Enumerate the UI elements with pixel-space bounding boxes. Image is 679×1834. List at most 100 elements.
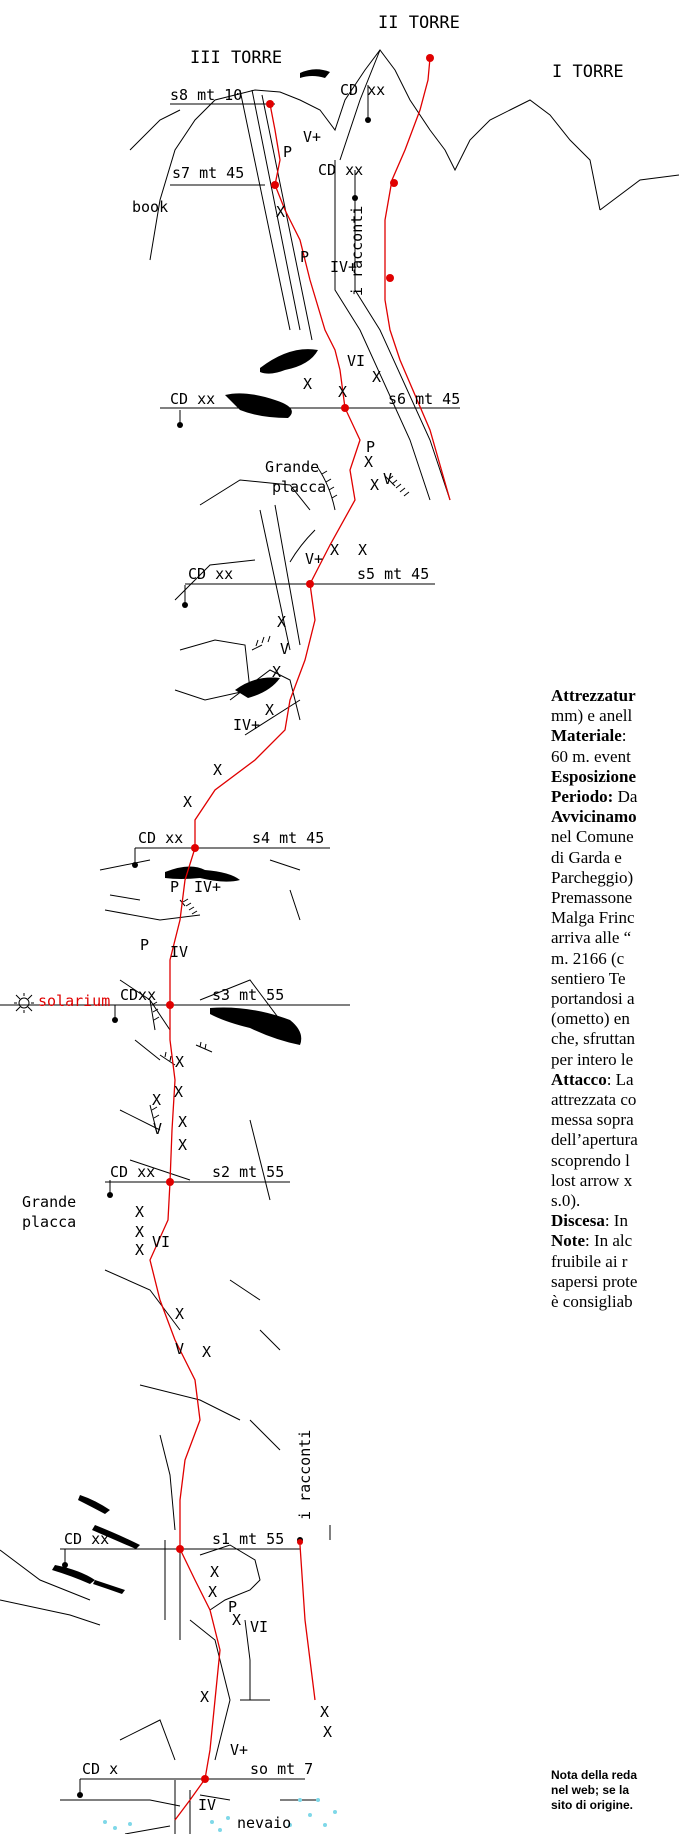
description-line: sapersi prote [551, 1272, 637, 1292]
description-line: fruibile ai r [551, 1252, 627, 1272]
rock-outline [130, 110, 180, 150]
description-line: 60 m. event [551, 747, 631, 767]
grade-label: X [213, 763, 222, 778]
belay-label-s1: s1 mt 55 [212, 1532, 284, 1547]
description-heading: Attrezzatur [551, 686, 636, 705]
grande-placca-label: placca [22, 1215, 76, 1230]
description-heading: Note [551, 1231, 585, 1250]
grade-label: X [202, 1345, 211, 1360]
description-text: nel Comune [551, 827, 634, 846]
grade-label: X [175, 1055, 184, 1070]
description-line: scoprendo l [551, 1151, 630, 1171]
ridge-line [340, 50, 380, 160]
description-text: attrezzata co [551, 1090, 636, 1109]
description-line: Attrezzatur [551, 686, 636, 706]
description-line: di Garda e [551, 848, 622, 868]
description-heading: Avvicinamo [551, 807, 637, 826]
grade-label: P [283, 145, 292, 160]
cd-label: CD xx [340, 83, 385, 98]
belay-dot [201, 1775, 209, 1783]
rock-outline [120, 1720, 230, 1834]
crack-line [165, 1540, 180, 1640]
description-text: è consigliab [551, 1292, 633, 1311]
nevaio-label: nevaio [237, 1816, 291, 1831]
book-label: book [132, 200, 168, 215]
hatched-edge [196, 1042, 212, 1052]
cd-label: CD xx [110, 1165, 155, 1180]
description-text: : In [605, 1211, 628, 1230]
belay-label-s4: s4 mt 45 [252, 831, 324, 846]
cd-label: CD xx [318, 163, 363, 178]
description-line: che, sfruttan [551, 1029, 635, 1049]
tower-label-ii: II TORRE [378, 15, 460, 32]
editorial-note-line: sito di origine. [551, 1798, 633, 1813]
grade-label: V+ [303, 130, 321, 145]
tower-right-edge [600, 175, 679, 210]
grade-label: X [183, 795, 192, 810]
route-line [300, 1545, 315, 1700]
description-text: Premassone [551, 888, 632, 907]
description-text: sapersi prote [551, 1272, 637, 1291]
rock-outline [160, 1435, 175, 1530]
description-heading: Discesa [551, 1211, 605, 1230]
grade-label: X [178, 1138, 187, 1153]
description-heading: Attacco [551, 1070, 607, 1089]
grade-label: X [372, 370, 381, 385]
description-heading: Esposizione [551, 767, 636, 786]
rock-outline [105, 910, 200, 920]
grade-label: X [364, 455, 373, 470]
rock-outline [0, 1550, 100, 1625]
grade-label: VI [250, 1620, 268, 1635]
belay-dot [176, 1545, 184, 1553]
description-text: Malga Frinc [551, 908, 635, 927]
description-text: (ometto) en [551, 1009, 630, 1028]
grade-label: V [383, 472, 392, 487]
grade-label: VI [152, 1235, 170, 1250]
description-line: Esposizione [551, 767, 636, 787]
grade-label: X [277, 615, 286, 630]
grade-label: X [323, 1725, 332, 1740]
description-line: Avvicinamo [551, 807, 637, 827]
description-text: s.0). [551, 1191, 580, 1210]
description-line: (ometto) en [551, 1009, 630, 1029]
grade-label: X [175, 1307, 184, 1322]
grade-label: X [320, 1705, 329, 1720]
description-text: : La [607, 1070, 634, 1089]
grade-label: V+ [230, 1743, 248, 1758]
hatched-edge [252, 636, 270, 650]
description-text: Da [613, 787, 637, 806]
description-text: fruibile ai r [551, 1252, 627, 1271]
grande-placca-label: Grande [265, 460, 319, 475]
description-line: Materiale: [551, 726, 627, 746]
rock-patch [260, 349, 318, 373]
grade-label: IV [198, 1798, 216, 1813]
description-line: s.0). [551, 1191, 580, 1211]
belay-dot [306, 580, 314, 588]
rock-outline [105, 1270, 280, 1350]
belay-dot [166, 1001, 174, 1009]
route-line [150, 104, 360, 1820]
grade-label: X [135, 1243, 144, 1258]
grade-label: X [370, 478, 379, 493]
description-text: scoprendo l [551, 1151, 630, 1170]
cd-marker [112, 1017, 118, 1023]
grade-label: X [272, 665, 281, 680]
description-line: arriva alle “ [551, 928, 631, 948]
description-line: lost arrow x [551, 1171, 632, 1191]
grade-label: VI [347, 354, 365, 369]
grade-label: X [178, 1115, 187, 1130]
grade-label: X [276, 205, 285, 220]
grade-label: IV+ [233, 718, 260, 733]
cd-label: CD xx [64, 1532, 109, 1547]
cd-label: CD x [82, 1762, 118, 1777]
grade-label: V [280, 642, 289, 657]
rock-outline [120, 1110, 270, 1200]
grade-label: X [303, 377, 312, 392]
belay-dot [297, 1539, 303, 1545]
description-line: Periodo: Da [551, 787, 637, 807]
grade-label: IV [170, 945, 188, 960]
grade-label: X [208, 1585, 217, 1600]
description-text: messa sopra [551, 1110, 634, 1129]
grade-label: X [358, 543, 367, 558]
belay-dot [341, 404, 349, 412]
